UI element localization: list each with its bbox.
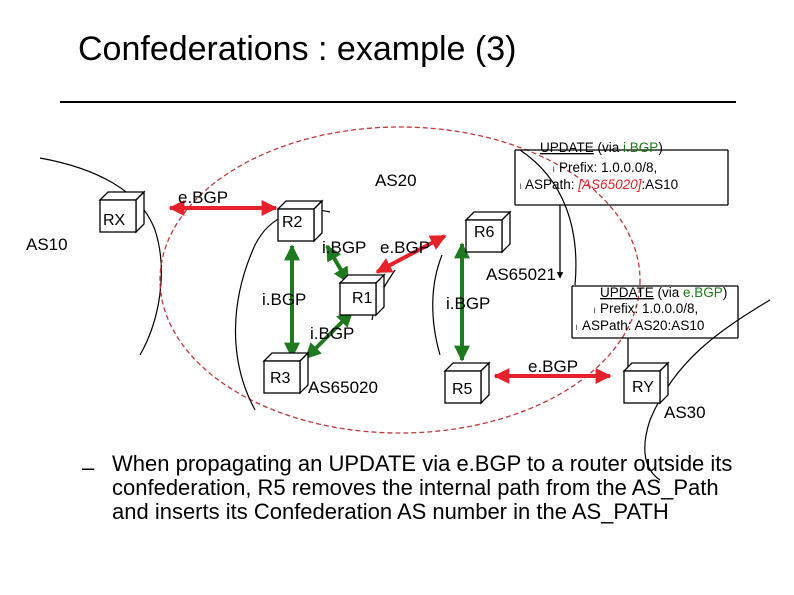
update-box-1-aspath-rest: :AS10 — [641, 177, 678, 192]
router-r2: R2 — [276, 199, 324, 243]
router-r3-label: R3 — [270, 370, 291, 387]
ebgp-rx-r2-label: e.BGP — [178, 188, 228, 207]
router-ry-label: RY — [632, 379, 654, 396]
update-box-2-header-prefix: UPDATE — [600, 285, 654, 300]
as65020-label: AS65020 — [308, 378, 378, 397]
update-box-1-header-prefix: UPDATE — [540, 140, 594, 155]
update-box-2-header-via: (via — [658, 285, 684, 300]
ebgp-r1-r6-arrow — [375, 234, 447, 274]
update-box-1-prefix-line: Prefix: 1.0.0.0/8, — [559, 160, 657, 175]
router-rx: RX — [98, 190, 146, 234]
router-ry: RY — [622, 361, 670, 405]
update-box-1-header-via: (via — [598, 140, 624, 155]
bullet-marker: – — [82, 455, 95, 480]
update-box-2-frame — [571, 285, 739, 338]
ebgp-r5-ry-label: e.BGP — [528, 357, 578, 376]
router-r1-label: R1 — [352, 290, 373, 307]
update-box-1-aspath-line: ASPath: [AS65020]:AS10 — [525, 177, 678, 192]
router-r5: R5 — [443, 361, 491, 405]
router-rx-label: RX — [103, 212, 126, 229]
update-box-2-bullet-1: l — [594, 308, 596, 315]
slide-title: Confederations : example (3) — [78, 30, 517, 68]
as65021-boundary-right — [519, 149, 577, 286]
as10-label: AS10 — [26, 235, 68, 254]
update-box-1-aspath-label: ASPath: — [525, 177, 578, 192]
as30-label: AS30 — [664, 403, 706, 422]
as20-label: AS20 — [375, 171, 417, 190]
router-r6: R6 — [464, 210, 512, 254]
update-box-1-confed-segment: [AS65020] — [577, 177, 642, 192]
ibgp-r2-r1-label: i.BGP — [322, 238, 366, 257]
as10-boundary — [39, 157, 162, 356]
router-r2-label: R2 — [282, 214, 303, 231]
ibgp-r2-r1-arrow — [325, 244, 350, 284]
update-box-2-header-proto: e.BGP — [683, 285, 723, 300]
update-box-2-prefix-line: Prefix: 1.0.0.0/8, — [600, 301, 698, 316]
as65021-boundary-left — [432, 254, 443, 356]
update-box-2-bullet-2: l — [576, 325, 578, 332]
router-r6-label: R6 — [474, 224, 495, 241]
router-r1: R1 — [338, 273, 386, 317]
update-box-1-frame — [514, 149, 729, 205]
update-box-1-bullet-1: l — [553, 167, 555, 174]
update-box-2-header: UPDATE (via e.BGP) — [600, 285, 727, 300]
router-r3: R3 — [262, 351, 310, 395]
explanation-text: When propagating an UPDATE via e.BGP to … — [112, 451, 733, 524]
ibgp-r6-r5-label: i.BGP — [446, 294, 490, 313]
update-box-2-header-close: ) — [723, 285, 728, 300]
ibgp-r1-r3-label: i.BGP — [310, 324, 354, 343]
update-box-1-header-close: ) — [658, 140, 663, 155]
update-box-1-bullet-2: l — [520, 184, 522, 191]
update-box-1-header: UPDATE (via i.BGP) — [540, 140, 663, 155]
as65021-label: AS65021 — [486, 265, 556, 284]
update-box-1-header-proto: i.BGP — [623, 140, 658, 155]
as20-boundary — [159, 126, 641, 434]
ibgp-r2-r3-label: i.BGP — [262, 290, 306, 309]
router-r5-label: R5 — [452, 381, 473, 398]
update-box-2-aspath-line: ASPath: AS20:AS10 — [582, 318, 704, 333]
ebgp-r1-r6-label: e.BGP — [380, 238, 430, 257]
ibgp-r1-r3-arrow — [304, 310, 354, 360]
